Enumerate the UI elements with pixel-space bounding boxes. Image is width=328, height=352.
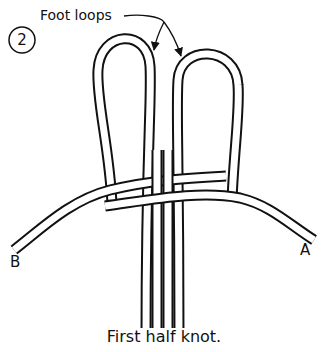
figure-caption: First half knot. xyxy=(104,328,224,346)
filler-cords xyxy=(157,150,168,340)
callout-label: Foot loops xyxy=(40,8,112,23)
number-circle xyxy=(9,27,35,53)
step-number: 2 xyxy=(17,32,27,49)
cord-b xyxy=(14,176,226,250)
cord-a xyxy=(105,195,314,240)
cord-label: B xyxy=(10,254,20,271)
leader-line xyxy=(124,15,181,56)
cord-label: A xyxy=(300,242,310,259)
